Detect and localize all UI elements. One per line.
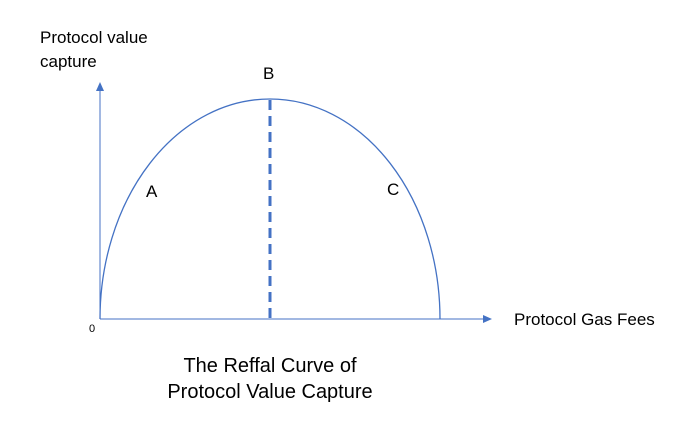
point-label-c: C: [387, 180, 400, 199]
diagram-caption: The Reffal Curve of Protocol Value Captu…: [110, 353, 430, 405]
point-label-b: B: [263, 64, 275, 83]
origin-label: 0: [89, 323, 96, 335]
caption-line-2: Protocol Value Capture: [167, 381, 373, 403]
y-axis-label-line-1: Protocol value: [40, 28, 148, 47]
y-axis-label-line-2: capture: [40, 52, 97, 71]
y-axis-label: Protocol value capture: [40, 26, 148, 74]
point-label-a: A: [146, 182, 158, 201]
value-capture-curve: [99, 98, 441, 320]
x-axis-label: Protocol Gas Fees: [514, 310, 655, 329]
caption-line-1: The Reffal Curve of: [183, 355, 357, 377]
